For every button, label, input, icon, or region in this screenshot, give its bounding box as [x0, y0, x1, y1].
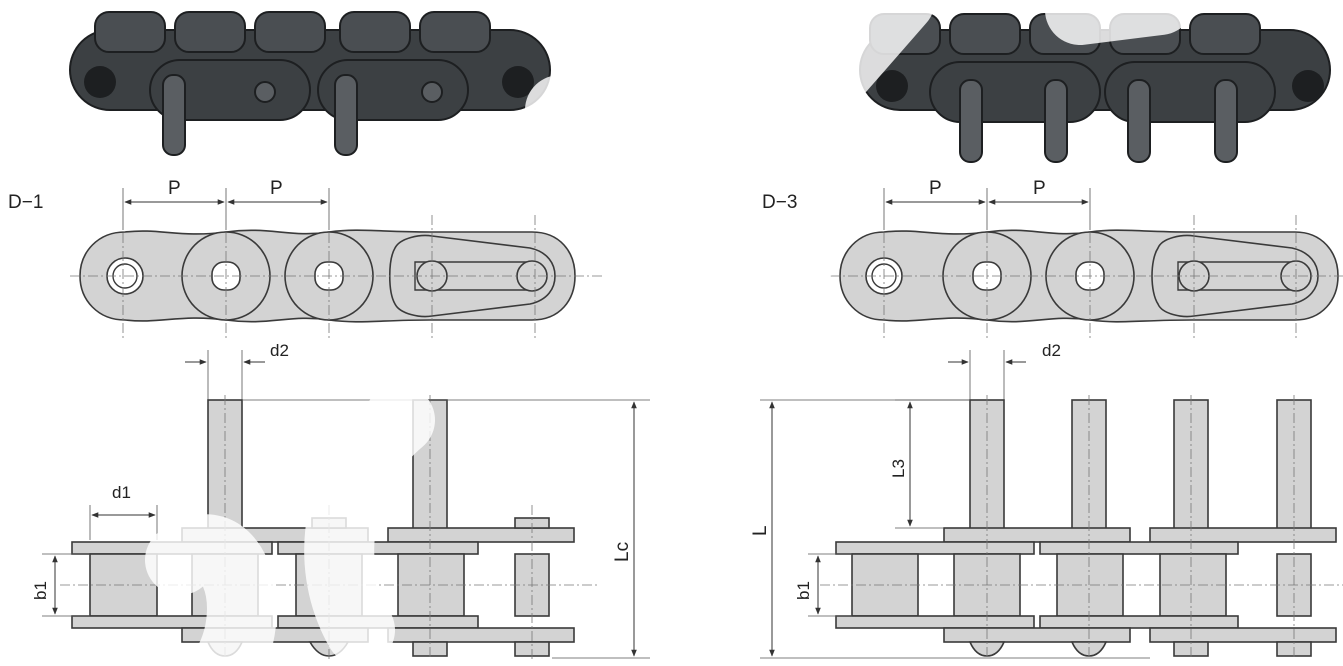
- d1-d2-label: d2: [270, 341, 289, 360]
- d3-pitch-label-1: P: [929, 178, 942, 199]
- d1-pitch-label-1: P: [168, 178, 181, 199]
- d3-title: D−3: [762, 192, 797, 213]
- d1-lc-label: Lc: [612, 542, 633, 562]
- d1-b1-label: b1: [31, 581, 50, 600]
- d3-plan-view: d2 L3: [750, 341, 1343, 660]
- d1-pitch-label-2: P: [270, 178, 283, 199]
- d3-d2-label: d2: [1042, 341, 1061, 360]
- d3-l-label: L: [750, 525, 771, 536]
- d3-pitch-label-2: P: [1033, 178, 1046, 199]
- watermark: [145, 0, 1195, 666]
- d3-b1-label: b1: [794, 581, 813, 600]
- d3-front-view: D−3 P P: [762, 178, 1343, 340]
- d3-l3-label: L3: [889, 459, 908, 478]
- d1-title: D−1: [8, 192, 43, 213]
- d1-front-view: D−1 P P: [8, 178, 605, 340]
- d1-d1-label: d1: [112, 483, 131, 502]
- chain-photo-d1: [69, 11, 551, 156]
